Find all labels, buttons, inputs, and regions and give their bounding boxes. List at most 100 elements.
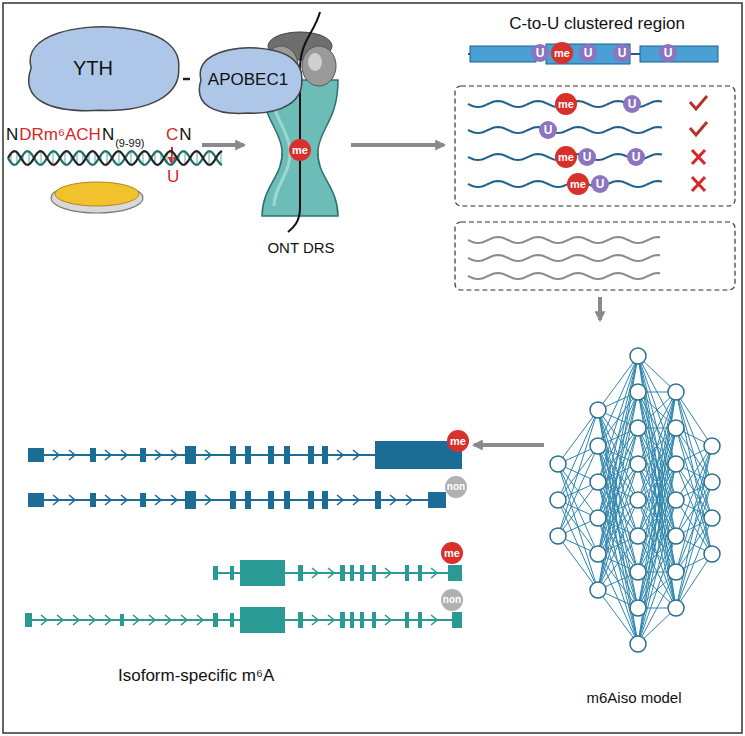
node-label: Isoform-specific m⁶A <box>118 666 274 686</box>
intron-chevron <box>89 615 95 625</box>
intron-chevron <box>431 568 437 578</box>
uridine-mark: U <box>531 44 549 62</box>
intron-chevron <box>171 450 177 460</box>
generated-strokes <box>8 101 720 652</box>
helix-rung <box>52 151 53 165</box>
network-neuron <box>668 564 684 580</box>
network-neuron <box>668 384 684 400</box>
nanopore <box>262 12 338 232</box>
intron-chevron <box>105 450 111 460</box>
isoform-panel: Isoform-specific m⁶A <box>18 395 472 700</box>
network-neuron <box>704 438 720 454</box>
exon <box>25 613 32 627</box>
uridine-mark: U <box>578 148 596 166</box>
intron-chevron <box>73 615 79 625</box>
exon <box>308 446 314 464</box>
connector <box>183 78 190 81</box>
intron-chevron <box>165 615 171 625</box>
m6a-mark: me <box>555 93 577 115</box>
exon <box>185 491 196 509</box>
exon <box>375 491 381 509</box>
m6a-mark: me <box>551 42 573 64</box>
exon <box>120 614 124 626</box>
edited-base: U <box>166 168 180 185</box>
intron-chevron <box>205 495 211 505</box>
exon <box>452 612 462 628</box>
flow-arrow <box>202 143 244 147</box>
helix-rung <box>142 151 143 164</box>
intron-chevron <box>105 495 111 505</box>
conversion-arrow <box>171 147 173 164</box>
check-mark <box>690 122 707 135</box>
intron-chevron <box>105 615 111 625</box>
intron-chevron <box>205 450 211 460</box>
intron-chevron <box>385 568 391 578</box>
m6a-mark: me <box>567 173 589 195</box>
rna-strand <box>8 151 222 165</box>
helix-rung <box>130 151 131 165</box>
helix-rung <box>40 151 41 165</box>
network-neuron <box>668 420 684 436</box>
network-neuron <box>668 456 684 472</box>
network-neuron <box>630 528 646 544</box>
intron-chevron <box>328 568 334 578</box>
node-label: APOBEC1 <box>208 70 288 90</box>
network-neuron <box>668 600 684 616</box>
exon <box>322 446 328 464</box>
intron-chevron <box>41 615 47 625</box>
exon <box>360 612 364 628</box>
helix-rung <box>196 151 197 165</box>
dashed-box <box>455 86 735 206</box>
sequence-base: N <box>6 126 18 143</box>
intron-chevron <box>312 568 318 578</box>
m6a-mark: me <box>289 139 311 161</box>
dashed-box <box>455 222 735 290</box>
connector <box>598 297 602 320</box>
exon <box>28 448 44 462</box>
exon <box>213 566 218 580</box>
intron-chevron <box>155 495 161 505</box>
exon <box>308 491 314 509</box>
m6a-mark: me <box>447 430 469 452</box>
network-neuron <box>550 456 566 472</box>
cross-mark <box>692 150 705 164</box>
uridine-mark: U <box>613 44 631 62</box>
intron-chevron <box>121 495 127 505</box>
exon <box>245 446 251 464</box>
intron-chevron <box>328 615 334 625</box>
intron-chevron <box>197 615 203 625</box>
model-panel: m6Aiso model <box>545 322 723 714</box>
rna-strand <box>468 237 660 243</box>
intron-chevron <box>353 495 359 505</box>
exon <box>350 612 354 628</box>
network-neuron <box>630 564 646 580</box>
spacer-length: (9-99) <box>115 138 144 149</box>
exon <box>185 446 196 464</box>
network-neuron <box>630 600 646 616</box>
intron-chevron <box>53 495 59 505</box>
exon <box>360 565 364 581</box>
network-link <box>638 356 676 536</box>
uridine-mark: U <box>623 95 641 113</box>
node-label: ONT DRS <box>267 239 334 256</box>
exon <box>230 613 234 627</box>
network-link <box>558 482 598 536</box>
intron-chevron <box>69 495 75 505</box>
node-label: m6Aiso model <box>586 689 681 706</box>
cross-mark <box>692 177 705 191</box>
network-neuron <box>630 348 646 364</box>
network-neuron <box>704 474 720 490</box>
intron-chevron <box>353 450 359 460</box>
connector <box>351 143 444 147</box>
network-neuron <box>668 528 684 544</box>
m6a-mark: me <box>441 542 463 564</box>
exon <box>230 491 236 509</box>
apobec1-domain: APOBEC1 <box>192 44 304 116</box>
network-link <box>676 554 712 608</box>
intron-chevron <box>431 615 437 625</box>
network-neuron <box>630 636 646 652</box>
exon <box>268 491 274 509</box>
exon <box>240 560 285 586</box>
exon <box>405 612 409 628</box>
